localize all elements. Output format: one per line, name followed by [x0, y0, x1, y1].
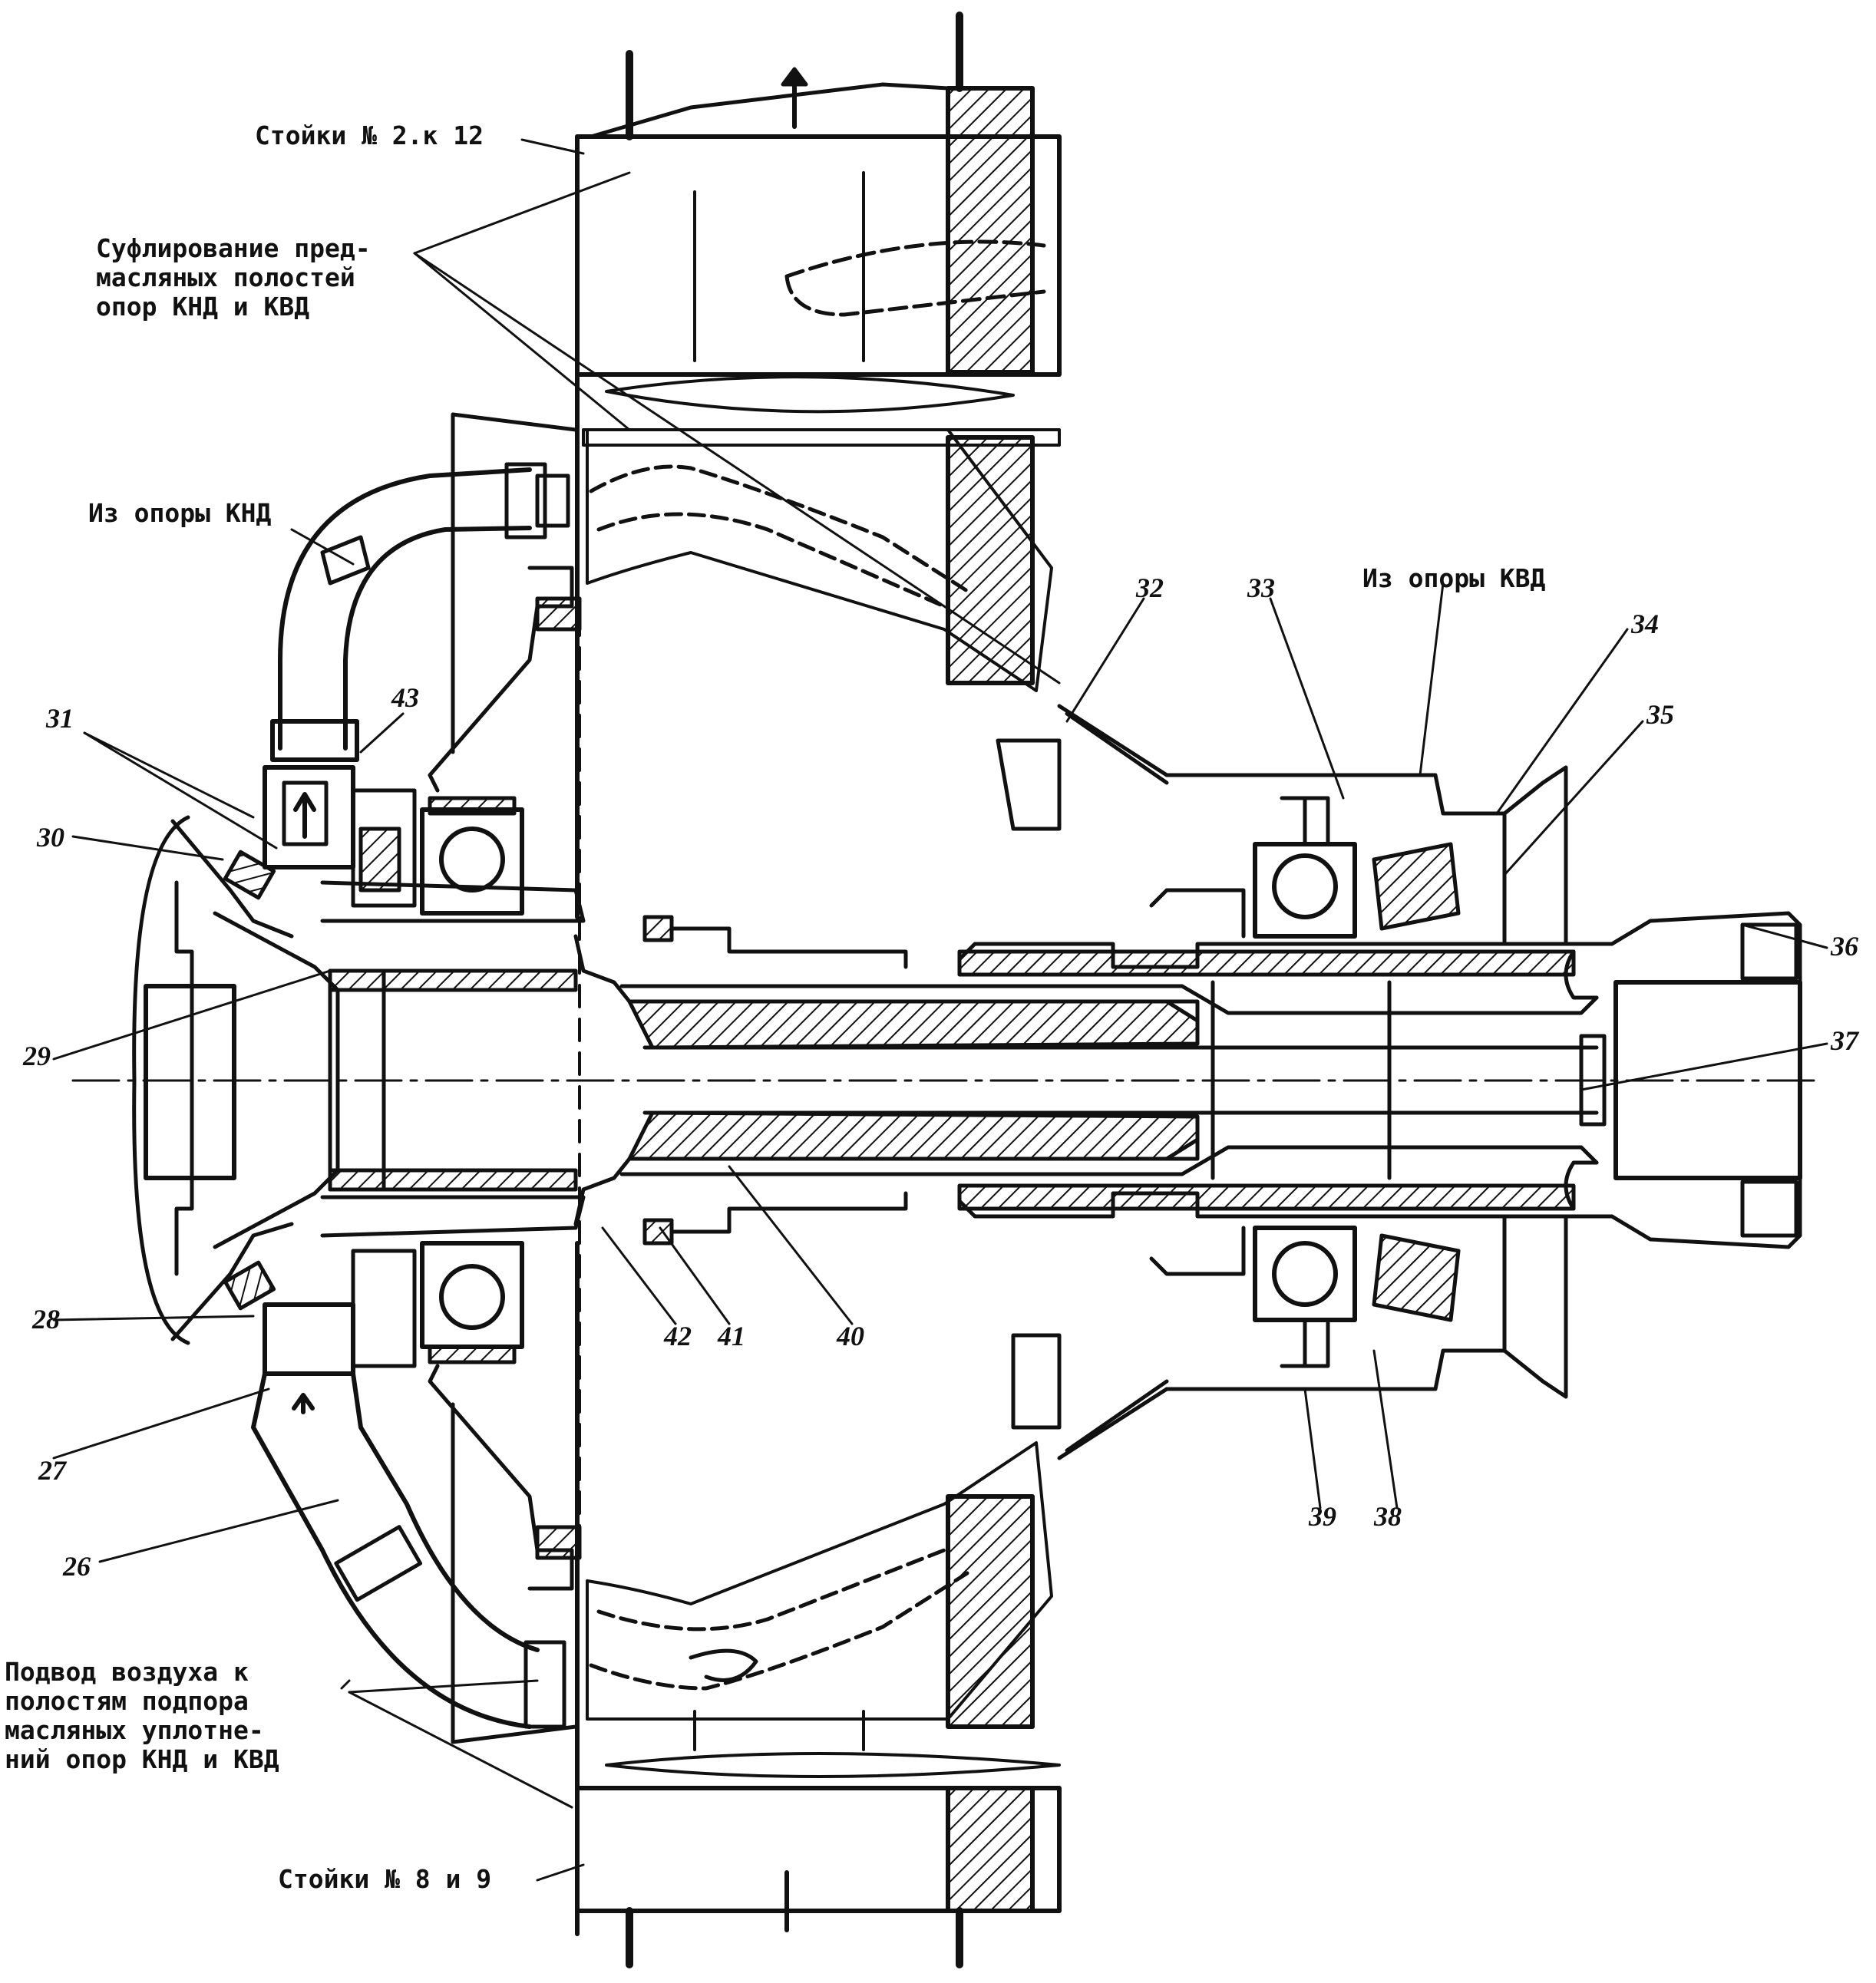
callout-37: 37 — [1831, 1025, 1858, 1056]
callout-38: 38 — [1374, 1501, 1402, 1532]
callout-42: 42 — [664, 1321, 692, 1351]
callout-28: 28 — [32, 1304, 60, 1335]
callout-36: 36 — [1831, 931, 1858, 962]
callout-39: 39 — [1309, 1501, 1336, 1532]
callout-35: 35 — [1646, 699, 1674, 730]
air-supply-pipe-lower — [251, 1302, 566, 1729]
callout-41: 41 — [718, 1321, 745, 1351]
leader-lines — [52, 138, 1828, 1882]
front-casing-upper — [428, 134, 1061, 919]
callout-29: 29 — [23, 1041, 51, 1071]
callout-40: 40 — [837, 1321, 864, 1351]
annotation-struts-bottom: Стойки № 8 и 9 — [278, 1864, 492, 1894]
annotation-blow-off: Суфлирование пред- масляных полостей опо… — [96, 233, 371, 322]
callout-32: 32 — [1136, 572, 1164, 603]
annotation-struts-top: Стойки № 2.к 12 — [255, 120, 484, 150]
pipe-from-lpc-support — [263, 462, 570, 869]
annotation-from-lpc: Из опоры КНД — [88, 498, 272, 528]
hpc-bearing-upper — [996, 704, 1568, 946]
lpc-bearing-upper — [320, 788, 586, 923]
callout-34: 34 — [1631, 609, 1659, 639]
strut-top-housing — [575, 12, 1062, 414]
annotation-from-hpc: Из опоры КВД — [1362, 563, 1546, 593]
lp-shaft — [328, 915, 1599, 1246]
callout-30: 30 — [37, 822, 64, 853]
strut-bottom-housing — [451, 1241, 1062, 1968]
callout-31: 31 — [46, 703, 74, 734]
callout-43: 43 — [391, 682, 419, 713]
hp-shaft-rear — [957, 911, 1802, 1249]
hpc-bearing-lower — [1011, 1214, 1568, 1460]
callout-26: 26 — [63, 1551, 91, 1582]
annotation-air-supply: Подвод воздуха к полостям подпора маслян… — [5, 1657, 279, 1774]
nose-housing — [132, 815, 340, 1345]
callout-33: 33 — [1247, 572, 1275, 603]
callout-27: 27 — [38, 1455, 66, 1486]
